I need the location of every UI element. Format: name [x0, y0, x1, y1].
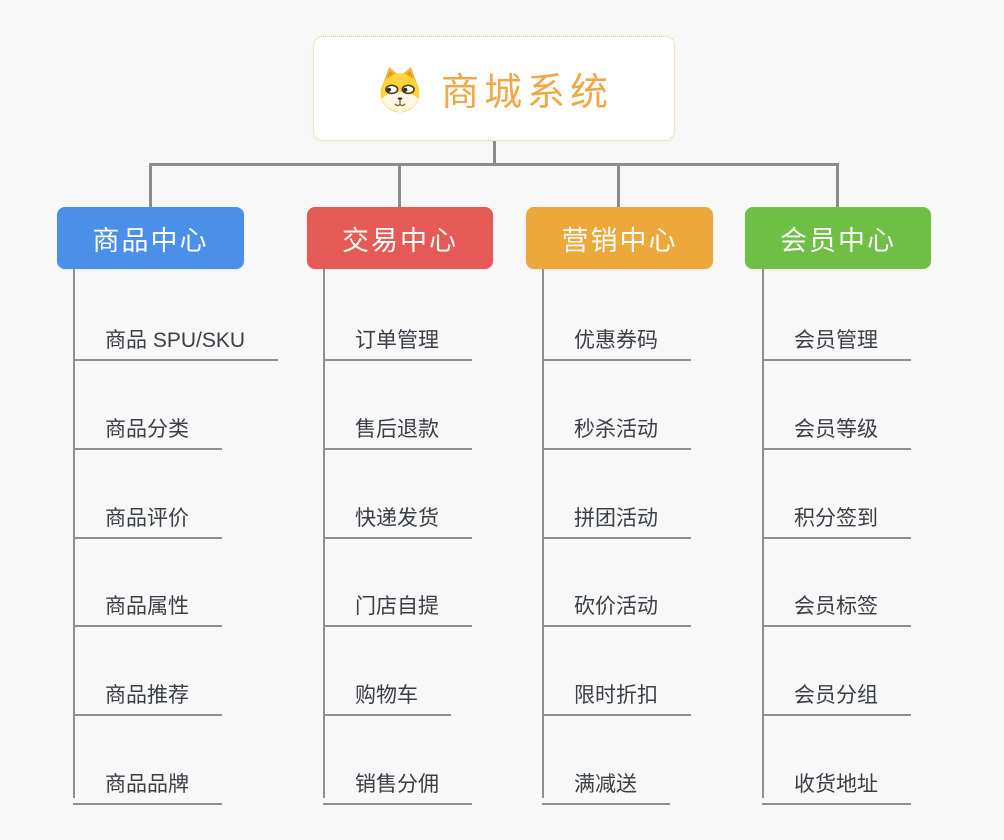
leaf-item[interactable]: 积分签到 [762, 490, 911, 539]
leaf-item[interactable]: 订单管理 [323, 312, 472, 361]
leaf-item[interactable]: 会员标签 [762, 578, 911, 627]
leaf-item[interactable]: 购物车 [323, 667, 451, 716]
leaf-item[interactable]: 优惠券码 [542, 312, 691, 361]
leaf-item[interactable]: 满减送 [542, 756, 670, 805]
leaf-item[interactable]: 商品品牌 [73, 756, 222, 805]
connector-drop-marketing [617, 163, 620, 208]
leaf-item[interactable]: 限时折扣 [542, 667, 691, 716]
leaf-item[interactable]: 秒杀活动 [542, 401, 691, 450]
leaf-item[interactable]: 商品 SPU/SKU [73, 312, 279, 361]
branch-product-center[interactable]: 商品中心 [57, 207, 244, 269]
leaf-item[interactable]: 砍价活动 [542, 578, 691, 627]
trunk-line-product [73, 269, 75, 798]
root-title: 商城系统 [440, 72, 613, 114]
leaf-item[interactable]: 会员等级 [762, 401, 911, 450]
connector-drop-member [836, 163, 839, 208]
leaf-item[interactable]: 拼团活动 [542, 490, 691, 539]
connector-drop-product [149, 163, 152, 208]
leaf-item[interactable]: 商品分类 [73, 401, 222, 450]
leaf-item[interactable]: 收货地址 [762, 756, 911, 805]
leaf-item[interactable]: 会员分组 [762, 667, 911, 716]
branch-marketing-center[interactable]: 营销中心 [526, 207, 713, 269]
leaf-item[interactable]: 销售分佣 [323, 756, 472, 805]
trunk-line-trade [323, 269, 325, 798]
leaf-item[interactable]: 门店自提 [323, 578, 472, 627]
leaf-item[interactable]: 会员管理 [762, 312, 911, 361]
leaf-item[interactable]: 商品评价 [73, 490, 222, 539]
trunk-line-member [762, 269, 764, 798]
leaf-item[interactable]: 快递发货 [323, 490, 472, 539]
leaf-item[interactable]: 售后退款 [323, 401, 472, 450]
connector-drop-trade [398, 163, 401, 208]
leaf-item[interactable]: 商品推荐 [73, 667, 222, 716]
dog-face-icon [375, 64, 425, 114]
leaf-item[interactable]: 商品属性 [73, 578, 222, 627]
connector-root-stem [493, 141, 496, 165]
branch-trade-center[interactable]: 交易中心 [307, 207, 493, 269]
branch-member-center[interactable]: 会员中心 [745, 207, 931, 269]
trunk-line-marketing [542, 269, 544, 798]
root-node[interactable]: 商城系统 [313, 36, 675, 141]
connector-horizontal-bar [149, 163, 839, 166]
